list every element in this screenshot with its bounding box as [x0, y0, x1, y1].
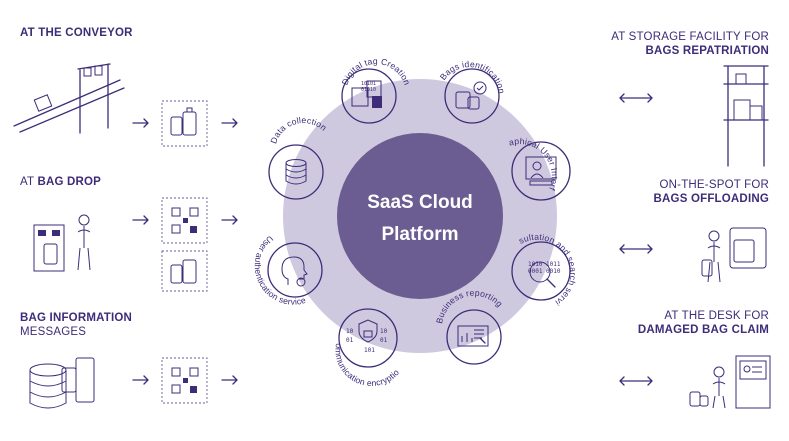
qr-box: [161, 197, 208, 244]
label-at-bag-drop: AT BAG DROP: [20, 176, 102, 188]
storage-shelf-illustration: [723, 65, 769, 167]
arrow-right-2a: [132, 215, 149, 225]
arrow-right-1b: [221, 118, 238, 128]
monitor-icon: [525, 156, 557, 186]
svg-text:10101: 10101: [361, 81, 376, 87]
qr-code-icon: [171, 207, 199, 234]
bag-box-1: [161, 100, 208, 147]
digital-tag-icon: 10101 01010: [351, 80, 382, 108]
svg-text:01010: 01010: [361, 87, 376, 93]
database-icon: [285, 159, 307, 185]
svg-text:101: 101: [364, 347, 375, 354]
luggage-icon: [170, 259, 197, 284]
bim-illustration: [29, 357, 95, 409]
arrow-right-1a: [132, 118, 149, 128]
label-at-the-conveyor: AT THE CONVEYOR: [20, 27, 133, 39]
svg-text:0001 0010: 0001 0010: [528, 268, 561, 275]
svg-text:01: 01: [380, 337, 388, 344]
claim-desk-illustration: [689, 355, 771, 409]
platform-title-line2: Platform: [381, 224, 458, 245]
platform-core: [337, 133, 503, 299]
offloading-illustration: [701, 227, 767, 283]
arrow-right-3a: [132, 375, 149, 385]
svg-text:10: 10: [380, 328, 388, 335]
arrow-right-2b: [221, 215, 238, 225]
arrow-right-3b: [221, 375, 238, 385]
conveyor-illustration: [13, 63, 125, 134]
shield-lock-icon: 10 01 10 01 101: [346, 319, 388, 354]
qr-box-2: [161, 357, 208, 404]
double-arrow-1: [619, 93, 653, 103]
face-id-icon: [281, 256, 308, 287]
chart-icon: [457, 325, 489, 347]
svg-text:1010 1011: 1010 1011: [528, 261, 561, 268]
bag-drop-illustration: [33, 214, 91, 272]
double-arrow-2: [619, 244, 653, 254]
qr-code-icon: [171, 367, 199, 394]
magnifier-icon: 1010 1011 0001 0010: [528, 261, 561, 288]
svg-text:01: 01: [346, 337, 354, 344]
svg-text:10: 10: [346, 328, 354, 335]
bag-check-icon: [455, 81, 487, 110]
double-arrow-3: [619, 376, 653, 386]
platform-title-line1: SaaS Cloud: [367, 192, 473, 213]
bag-box-2: [161, 250, 208, 292]
luggage-icon: [170, 107, 197, 136]
